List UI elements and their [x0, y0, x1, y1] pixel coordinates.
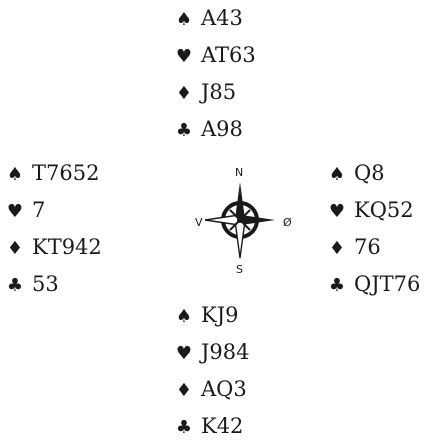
east-clubs: ♣ QJT76 [326, 266, 420, 303]
north-clubs-cards: A98 [201, 117, 243, 141]
diamond-icon: ♦ [175, 83, 193, 104]
south-diamonds: ♦ AQ3 [173, 371, 250, 408]
east-spades: ♠ Q8 [326, 155, 420, 192]
compass-east-label: Ø [283, 216, 292, 229]
compass: N V Ø S [195, 166, 295, 276]
west-hearts-cards: 7 [32, 198, 46, 222]
club-icon: ♣ [175, 417, 193, 438]
spade-icon: ♠ [6, 164, 24, 185]
east-diamonds-cards: 76 [354, 235, 381, 259]
south-hand: ♠ KJ9 ♥ J984 ♦ AQ3 ♣ K42 [173, 297, 250, 445]
spade-icon: ♠ [175, 306, 193, 327]
compass-west-label: V [195, 216, 203, 229]
heart-icon: ♥ [328, 201, 346, 222]
north-hand: ♠ A43 ♥ AT63 ♦ J85 ♣ A98 [173, 0, 256, 148]
east-diamonds: ♦ 76 [326, 229, 420, 266]
south-spades-cards: KJ9 [201, 303, 239, 327]
north-diamonds-cards: J85 [201, 80, 237, 104]
north-hearts-cards: AT63 [201, 43, 256, 67]
compass-rose-icon [205, 182, 275, 259]
north-spades-cards: A43 [201, 6, 243, 30]
east-hearts-cards: KQ52 [354, 198, 414, 222]
west-spades: ♠ T7652 [4, 155, 102, 192]
south-spades: ♠ KJ9 [173, 297, 250, 334]
south-hearts: ♥ J984 [173, 334, 250, 371]
diamond-icon: ♦ [6, 238, 24, 259]
south-clubs: ♣ K42 [173, 408, 250, 445]
west-hearts: ♥7 [4, 192, 102, 229]
club-icon: ♣ [6, 275, 24, 296]
north-diamonds: ♦ J85 [173, 74, 256, 111]
heart-icon: ♥ [6, 201, 24, 222]
west-clubs-cards: 53 [32, 272, 59, 296]
heart-icon: ♥ [175, 46, 193, 67]
west-diamonds-cards: KT942 [32, 235, 102, 259]
south-hearts-cards: J984 [201, 340, 250, 364]
east-clubs-cards: QJT76 [354, 272, 421, 296]
west-diamonds: ♦ KT942 [4, 229, 102, 266]
compass-south-label: S [236, 263, 243, 276]
north-clubs: ♣ A98 [173, 111, 256, 148]
compass-north-label: N [235, 166, 244, 179]
diamond-icon: ♦ [328, 238, 346, 259]
heart-icon: ♥ [175, 343, 193, 364]
south-clubs-cards: K42 [201, 414, 244, 438]
spade-icon: ♠ [175, 9, 193, 30]
west-hand: ♠T7652 ♥7 ♦KT942 ♣53 [4, 155, 102, 303]
east-hand: ♠ Q8 ♥ KQ52 ♦ 76 ♣ QJT76 [326, 155, 420, 303]
club-icon: ♣ [175, 120, 193, 141]
east-hearts: ♥ KQ52 [326, 192, 420, 229]
west-spades-cards: T7652 [32, 161, 100, 185]
east-spades-cards: Q8 [354, 161, 385, 185]
north-hearts: ♥ AT63 [173, 37, 256, 74]
south-diamonds-cards: AQ3 [201, 377, 247, 401]
club-icon: ♣ [328, 275, 346, 296]
spade-icon: ♠ [328, 164, 346, 185]
north-spades: ♠ A43 [173, 0, 256, 37]
west-clubs: ♣ 53 [4, 266, 102, 303]
diamond-icon: ♦ [175, 380, 193, 401]
